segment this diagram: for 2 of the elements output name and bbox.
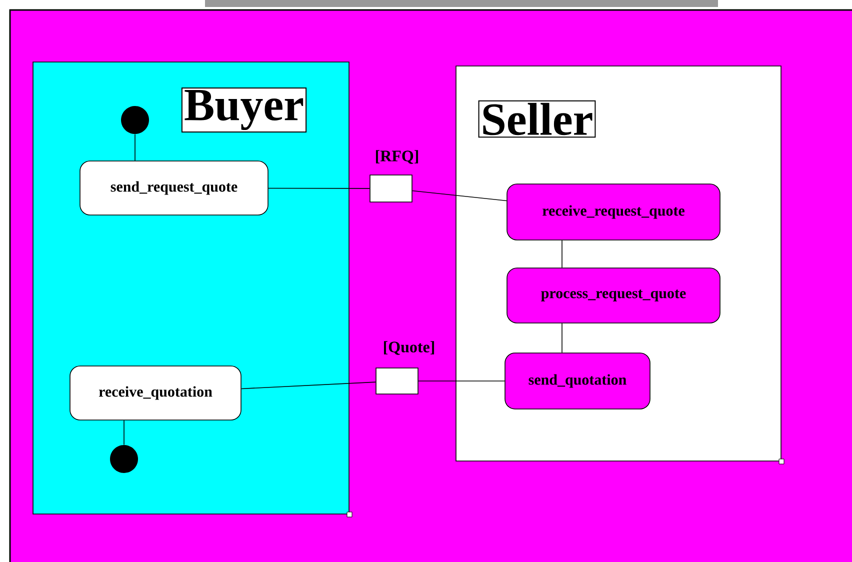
object-label: [RFQ] <box>376 150 418 164</box>
object-label: [Quote] <box>384 341 434 355</box>
